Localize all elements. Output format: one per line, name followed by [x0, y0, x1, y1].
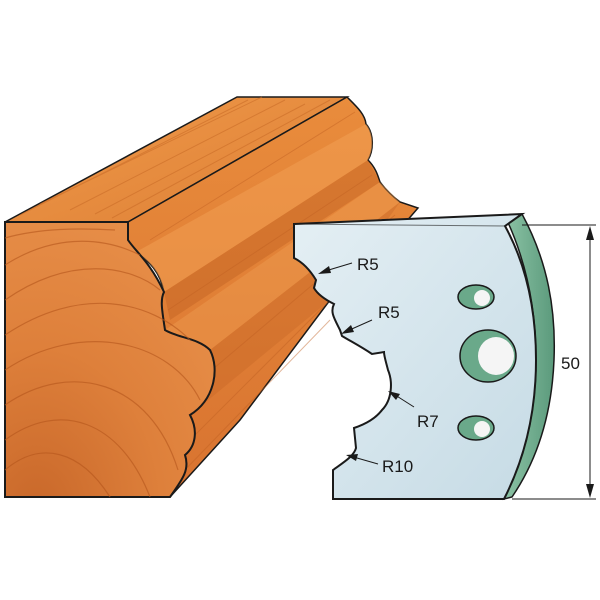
dimension-arrow-top [586, 226, 594, 240]
blade-top-bevel [293, 223, 506, 227]
dimension-label-height: 50 [561, 354, 580, 373]
hole-bottom-shine [474, 421, 490, 437]
wood-moulding [4, 96, 420, 498]
dimension-arrow-bottom [586, 484, 594, 498]
wood-grain-top [19, 96, 331, 219]
radius-leaders [318, 262, 415, 465]
label-radius-mid: R5 [378, 303, 400, 322]
knife-blade [293, 212, 556, 501]
wood-grain-side [149, 111, 396, 476]
label-radius-cove: R7 [417, 412, 439, 431]
label-radius-bottom: R10 [382, 457, 413, 476]
wood-bead-shadow [164, 160, 380, 320]
wood-end-face [4, 221, 216, 498]
blade-holes [457, 284, 517, 441]
label-radius-top: R5 [357, 255, 379, 274]
wood-bead-upper [136, 124, 373, 292]
hole-top-shine [474, 290, 490, 306]
hole-middle-shine [478, 337, 514, 375]
dimension-label-bg [560, 350, 584, 374]
wood-growth-rings [4, 228, 201, 498]
height-dimension [512, 224, 596, 500]
